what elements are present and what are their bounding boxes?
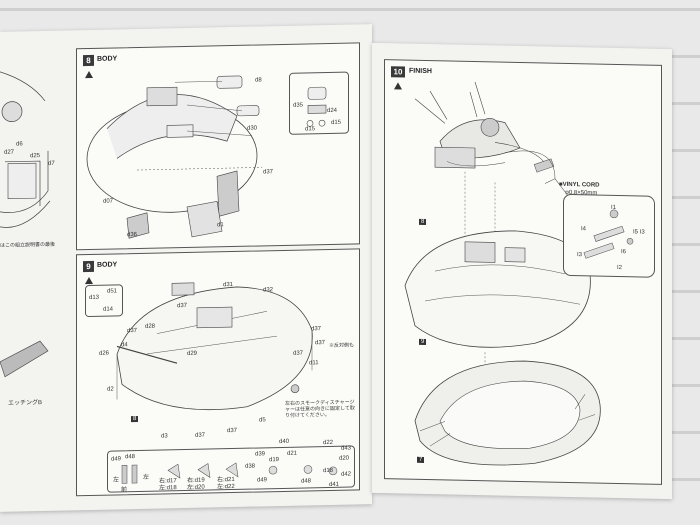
- step-9-part-ref: 8: [131, 415, 139, 423]
- step-9-bottom-label-16: d49: [257, 477, 268, 484]
- step-10-part-ref-8: 8: [419, 218, 427, 225]
- step-9-label-d37g: d37: [227, 427, 238, 435]
- step-9-bottom-label-17: d48: [301, 478, 312, 485]
- step-8-detail-box: [289, 71, 349, 135]
- step-8-label-d1: d1: [217, 222, 224, 229]
- step-10-drawing: [404, 81, 601, 466]
- step-9-label-d13: d13: [89, 294, 100, 302]
- step-8-label-d15b: d15: [331, 119, 342, 126]
- step-8-label-d36: d36: [127, 232, 138, 239]
- step-9-bottom-label-20: d20: [339, 455, 350, 462]
- step-9-bottom-label-0: d49: [111, 456, 122, 463]
- step-10-label-i6: I6: [621, 249, 627, 256]
- step-8-label-d8: d8: [255, 77, 262, 84]
- step-9-label-d28: d28: [145, 323, 156, 330]
- step-9-label-d29: d29: [187, 350, 198, 357]
- step-9-note-ref: ※反対側も: [329, 342, 355, 350]
- step-9-label-d5: d5: [259, 417, 266, 424]
- step-8-label-d24: d24: [327, 107, 338, 115]
- step-9-bottom-label-21: d41: [329, 481, 340, 489]
- step-10-panel: 10 FINISH: [384, 59, 662, 485]
- step-10-label-i5i3: I5 I3: [633, 229, 645, 236]
- step-9-panel: 9 BODY d13 d51 d14 d31 d32 d37 d28 d37 d…: [76, 248, 360, 497]
- step-8-label-d30: d30: [247, 125, 258, 132]
- step-10-label-i3: I3: [577, 252, 583, 259]
- step-9-label-d26: d26: [99, 350, 110, 357]
- step-9-bottom-label-3: 左: [143, 474, 150, 481]
- left-label-etching: エッチングB: [8, 400, 43, 407]
- step-8-label-d35: d35: [293, 102, 304, 109]
- step-9-bottom-label-23: d42: [341, 471, 352, 478]
- step-9-bottom-label-1: d48: [125, 454, 136, 461]
- left-edge-drawing: [0, 71, 51, 378]
- left-label-1: d6: [16, 141, 23, 148]
- step-9-bottom-label-15: d21: [287, 450, 298, 457]
- step-8-label-d15a: d15: [305, 126, 316, 133]
- step-9-bottom-drawing: [121, 462, 338, 484]
- step-9-bottom-label-19: d43: [341, 445, 352, 452]
- step-9-label-d11: d11: [309, 360, 319, 367]
- step-9-bottom-label-9: 左:d22: [217, 483, 235, 491]
- step-9-label-d32: d32: [263, 287, 274, 294]
- step-10-label-i2: I2: [617, 264, 623, 272]
- step-9-drawing: [116, 282, 313, 411]
- step-9-bottom-label-14: d38: [245, 463, 256, 470]
- step-9-label-d37a: d37: [177, 302, 188, 310]
- step-8-label-d07: d07: [103, 198, 114, 205]
- step-9-bottom-label-22: d18: [323, 467, 334, 475]
- step-10-detail-drawing: [583, 209, 634, 259]
- step-9-label-d3: d3: [161, 433, 168, 440]
- step-9-label-d37d: d37: [315, 340, 326, 347]
- step-10-label-i4: I4: [581, 226, 587, 233]
- step-9-label-d14: d14: [103, 306, 114, 313]
- step-9-label-d4: d4: [121, 342, 128, 349]
- step-10-part-ref-9: 9: [419, 338, 427, 345]
- step-9-label-d37c: d37: [311, 326, 322, 333]
- step-8-panel: 8 BODY d8 d35 d24 d30 d1: [76, 42, 360, 251]
- right-instruction-page: 10 FINISH: [372, 42, 672, 500]
- step-9-bottom-detail-box: [107, 445, 355, 493]
- step-9-bottom-label-12: d39: [255, 451, 266, 458]
- step-9-note-smoke: 左右のスモークディスチャージャーは任意の向きに固定して取り付けてください。: [285, 399, 355, 419]
- left-instruction-page: d27 d6 d25 d7 はこの組立説明書の最後 エッチングB 8 BODY: [0, 24, 372, 512]
- step-9-bottom-label-13: d19: [269, 457, 280, 464]
- step-10-label-i1: I1: [611, 204, 617, 211]
- left-edge-fragment: d27 d6 d25 d7 はこの組立説明書の最後 エッチングB: [0, 24, 372, 407]
- step-9-bottom-label-18: d22: [323, 439, 334, 447]
- step-9-label-d37f: d37: [195, 432, 206, 439]
- left-label-0: d27: [4, 149, 15, 156]
- step-9-label-d37e: d37: [293, 350, 304, 357]
- step-9-label-d31: d31: [223, 282, 234, 289]
- step-10-vinyl-size: φ0.8×50mm: [565, 189, 598, 197]
- step-9-label-d2: d2: [107, 386, 114, 393]
- left-label-2: d25: [30, 153, 41, 160]
- step-9-bottom-label-10: 前: [121, 487, 128, 494]
- step-9-bottom-label-7: 左:d20: [187, 484, 205, 491]
- left-note: はこの組立説明書の最後: [0, 241, 56, 249]
- step-8-detail-drawing: [306, 86, 327, 127]
- step-10-vinyl-cord: ■VINYL CORD: [559, 181, 600, 189]
- step-8-drawing: [86, 75, 262, 239]
- step-10-part-ref-7: 7: [417, 456, 425, 463]
- step-9-bottom-label-2: 左: [113, 477, 120, 484]
- step-10-detail-box: [563, 193, 655, 278]
- step-9-label-d37b: d37: [127, 328, 138, 335]
- step-9-bottom-label-11: d40: [279, 438, 290, 446]
- step-9-label-d51: d51: [107, 288, 118, 295]
- step-8-label-d37: d37: [263, 169, 274, 176]
- step-9-bottom-label-5: 左:d18: [159, 485, 177, 492]
- left-label-3: d7: [48, 160, 55, 167]
